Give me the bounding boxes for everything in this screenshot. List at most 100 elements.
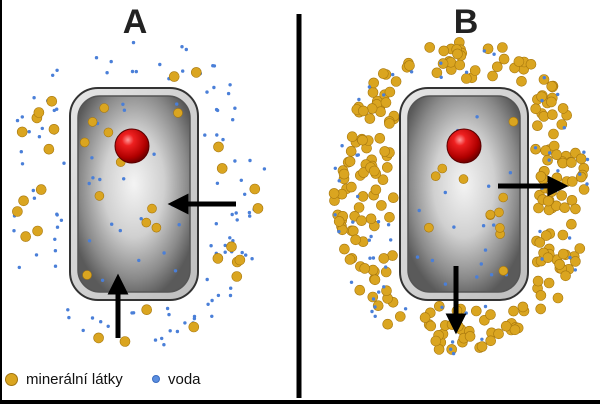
water-particle — [153, 338, 158, 342]
mineral-particle — [578, 184, 590, 195]
water-particle — [233, 106, 237, 110]
water-particle — [578, 172, 582, 176]
water-particle — [226, 91, 231, 96]
water-particle — [216, 293, 221, 298]
mineral-particle — [464, 331, 476, 342]
mineral-particle — [546, 81, 558, 92]
mineral-particle — [43, 143, 55, 155]
panel-a-outside-particles — [12, 40, 267, 347]
water-particle — [152, 152, 156, 156]
panel-b-label: B — [453, 3, 479, 41]
mineral-particle — [551, 172, 563, 184]
water-particle — [239, 178, 243, 182]
water-particle — [229, 286, 233, 290]
mineral-particle — [498, 265, 509, 276]
water-particle — [230, 212, 234, 217]
mineral-particle — [35, 184, 47, 195]
mineral-particle — [542, 252, 554, 264]
mineral-particle — [344, 156, 356, 167]
mineral-particle — [431, 67, 443, 79]
water-particle — [440, 305, 444, 309]
water-particle — [118, 228, 123, 233]
mineral-particle — [532, 275, 544, 287]
mineral-particle — [390, 76, 402, 87]
mineral-particle — [368, 165, 380, 177]
water-particle — [162, 251, 166, 255]
water-particle — [585, 157, 590, 162]
mineral-particle — [365, 213, 377, 225]
water-particle — [548, 151, 552, 155]
legend-water-label: voda — [168, 370, 201, 388]
water-particle — [508, 171, 513, 175]
water-particle — [556, 169, 560, 173]
water-particle — [215, 133, 219, 137]
mineral-particle — [384, 212, 395, 223]
mineral-particle — [543, 277, 555, 289]
mineral-particle — [525, 59, 537, 70]
water-particle — [262, 167, 267, 171]
mineral-particle — [437, 163, 448, 174]
mineral-particle — [16, 126, 28, 138]
water-particle — [17, 265, 21, 270]
cell-a — [69, 87, 199, 301]
mineral-particle — [487, 70, 498, 82]
water-particle — [98, 177, 102, 182]
water-particle — [248, 158, 252, 163]
mineral-particle — [497, 42, 508, 53]
water-particle — [403, 307, 408, 311]
water-particle — [409, 70, 414, 74]
mineral-particle — [566, 157, 577, 168]
water-particle — [110, 222, 114, 226]
water-particle — [382, 93, 386, 97]
mineral-particle — [87, 117, 98, 127]
mineral-particle — [538, 74, 550, 85]
mineral-particle — [191, 67, 202, 78]
mineral-particle — [79, 137, 90, 148]
water-particle — [165, 306, 170, 311]
water-particle — [492, 52, 496, 56]
water-particle — [451, 351, 456, 356]
mineral-particle — [354, 284, 366, 296]
mineral-particle — [498, 53, 510, 65]
mineral-particle — [212, 253, 224, 264]
mineral-particle — [367, 87, 379, 98]
water-particle — [106, 324, 110, 328]
water-particle — [105, 71, 109, 75]
mineral-particle — [173, 108, 183, 118]
cell-b-cytoplasm — [407, 95, 521, 293]
water-particle — [480, 337, 484, 341]
water-particle — [443, 282, 448, 286]
water-particle — [139, 217, 143, 221]
mineral-particle — [551, 149, 562, 160]
water-particle — [221, 137, 225, 142]
mineral-particle — [513, 56, 525, 67]
water-particle — [212, 64, 217, 68]
mineral-particle — [350, 234, 361, 246]
mineral-particle — [493, 328, 504, 340]
water-particle — [183, 321, 187, 325]
water-particle — [377, 290, 381, 294]
water-particle — [214, 222, 218, 226]
water-particle — [483, 304, 488, 309]
mineral-particle — [424, 42, 436, 53]
water-particle — [53, 237, 57, 241]
mineral-particle — [548, 128, 559, 140]
water-particle — [538, 229, 542, 234]
water-particle — [167, 312, 171, 317]
mineral-particle — [369, 274, 381, 286]
water-particle — [373, 305, 377, 309]
water-particle — [175, 329, 180, 334]
mineral-particle — [252, 203, 264, 214]
mineral-particle — [357, 105, 369, 117]
mineral-particle — [380, 97, 392, 108]
mineral-particle — [359, 263, 371, 274]
water-particle — [240, 250, 244, 255]
water-particle — [131, 40, 136, 45]
mineral-particle — [382, 318, 394, 330]
mineral-particle — [82, 270, 92, 280]
mineral-particle — [485, 309, 496, 320]
water-particle — [90, 316, 95, 320]
mineral-particle — [188, 321, 200, 333]
panel-b-outside-particles — [328, 37, 590, 356]
